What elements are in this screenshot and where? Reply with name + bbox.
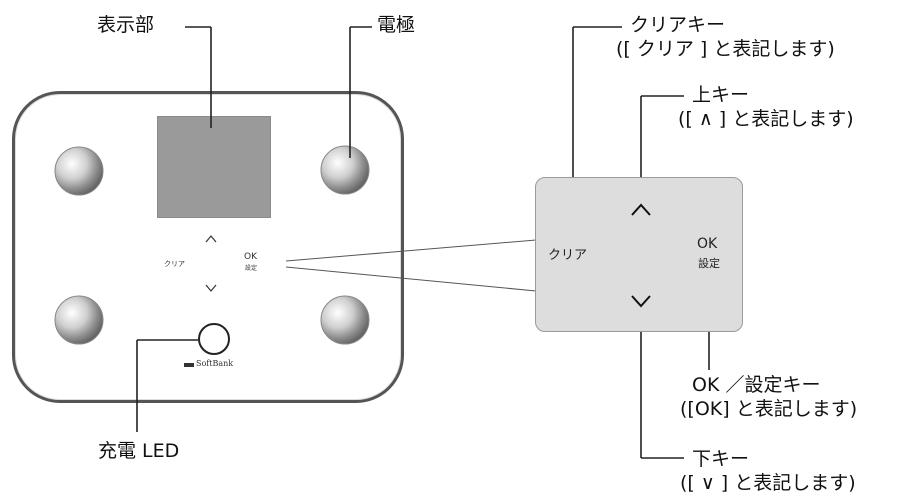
device-up-arrow-icon (205, 235, 217, 243)
key-panel-closeup (535, 177, 743, 332)
device-ok-key[interactable]: OK (244, 252, 257, 262)
label-down-key: 下キー (692, 448, 750, 470)
charge-led (198, 323, 230, 355)
label-charge-led: 充電 LED (98, 440, 180, 462)
panel-ok-key[interactable]: OK (697, 236, 718, 252)
panel-clear-key[interactable]: クリア (548, 248, 588, 263)
label-clear-key-note: ([ クリア ] と表記します) (616, 38, 835, 60)
brand-logo: SoftBank (196, 359, 234, 368)
electrode-bottom-left (54, 295, 104, 345)
label-clear-key: クリアキー (630, 14, 726, 36)
panel-down-arrow-icon (631, 295, 651, 308)
display-screen (157, 116, 271, 218)
label-ok-key: OK ／設定キー (692, 374, 821, 396)
label-electrode: 電極 (377, 14, 416, 36)
label-down-key-note: ([ ∨ ] と表記します) (680, 472, 856, 494)
electrode-top-left (54, 146, 104, 196)
device-clear-key[interactable]: クリア (164, 260, 185, 268)
brand-mark-icon (184, 363, 194, 367)
label-up-key: 上キー (692, 84, 750, 106)
device-setting-label: 設定 (245, 265, 258, 272)
electrode-top-right (320, 145, 370, 195)
panel-setting-label: 設定 (698, 257, 720, 270)
label-ok-key-note: ([OK] と表記します) (680, 398, 858, 420)
label-up-key-note: ([ ∧ ] と表記します) (678, 108, 854, 130)
electrode-bottom-right (320, 295, 370, 345)
panel-up-arrow-icon (631, 203, 651, 216)
label-display: 表示部 (97, 14, 155, 36)
device-down-arrow-icon (205, 284, 217, 292)
